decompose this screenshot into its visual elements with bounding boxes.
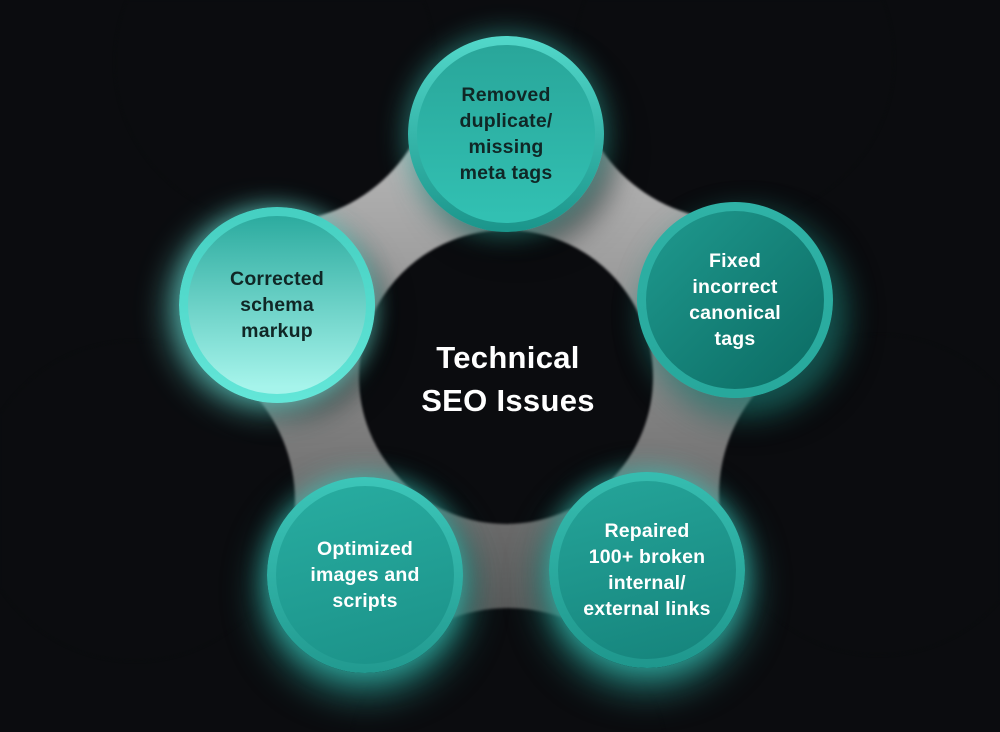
node-face: Corrected schema markup (188, 216, 366, 394)
node-face: Removed duplicate/ missing meta tags (417, 45, 595, 223)
node-optimized-images-and-scripts: Optimized images and scripts (267, 477, 463, 673)
ring-scallop (719, 335, 1000, 655)
node-label: Corrected schema markup (230, 267, 324, 343)
node-corrected-schema-markup: Corrected schema markup (179, 207, 375, 403)
ring-scallop (574, 0, 894, 220)
diagram-title: Technical SEO Issues (421, 340, 595, 418)
node-face: Optimized images and scripts (276, 486, 454, 664)
ring-scallop (115, 0, 435, 222)
node-removed-duplicate-missing-meta-tags: Removed duplicate/ missing meta tags (408, 36, 604, 232)
node-repaired-broken-links: Repaired 100+ broken internal/ external … (549, 472, 745, 668)
node-label: Repaired 100+ broken internal/ external … (583, 519, 711, 621)
node-face: Fixed incorrect canonical tags (646, 211, 824, 389)
node-label: Optimized images and scripts (310, 537, 420, 613)
node-label: Removed duplicate/ missing meta tags (459, 83, 553, 185)
node-fixed-incorrect-canonical-tags: Fixed incorrect canonical tags (637, 202, 833, 398)
node-face: Repaired 100+ broken internal/ external … (558, 481, 736, 659)
node-label: Fixed incorrect canonical tags (689, 249, 781, 351)
ring-scallop (0, 341, 295, 661)
